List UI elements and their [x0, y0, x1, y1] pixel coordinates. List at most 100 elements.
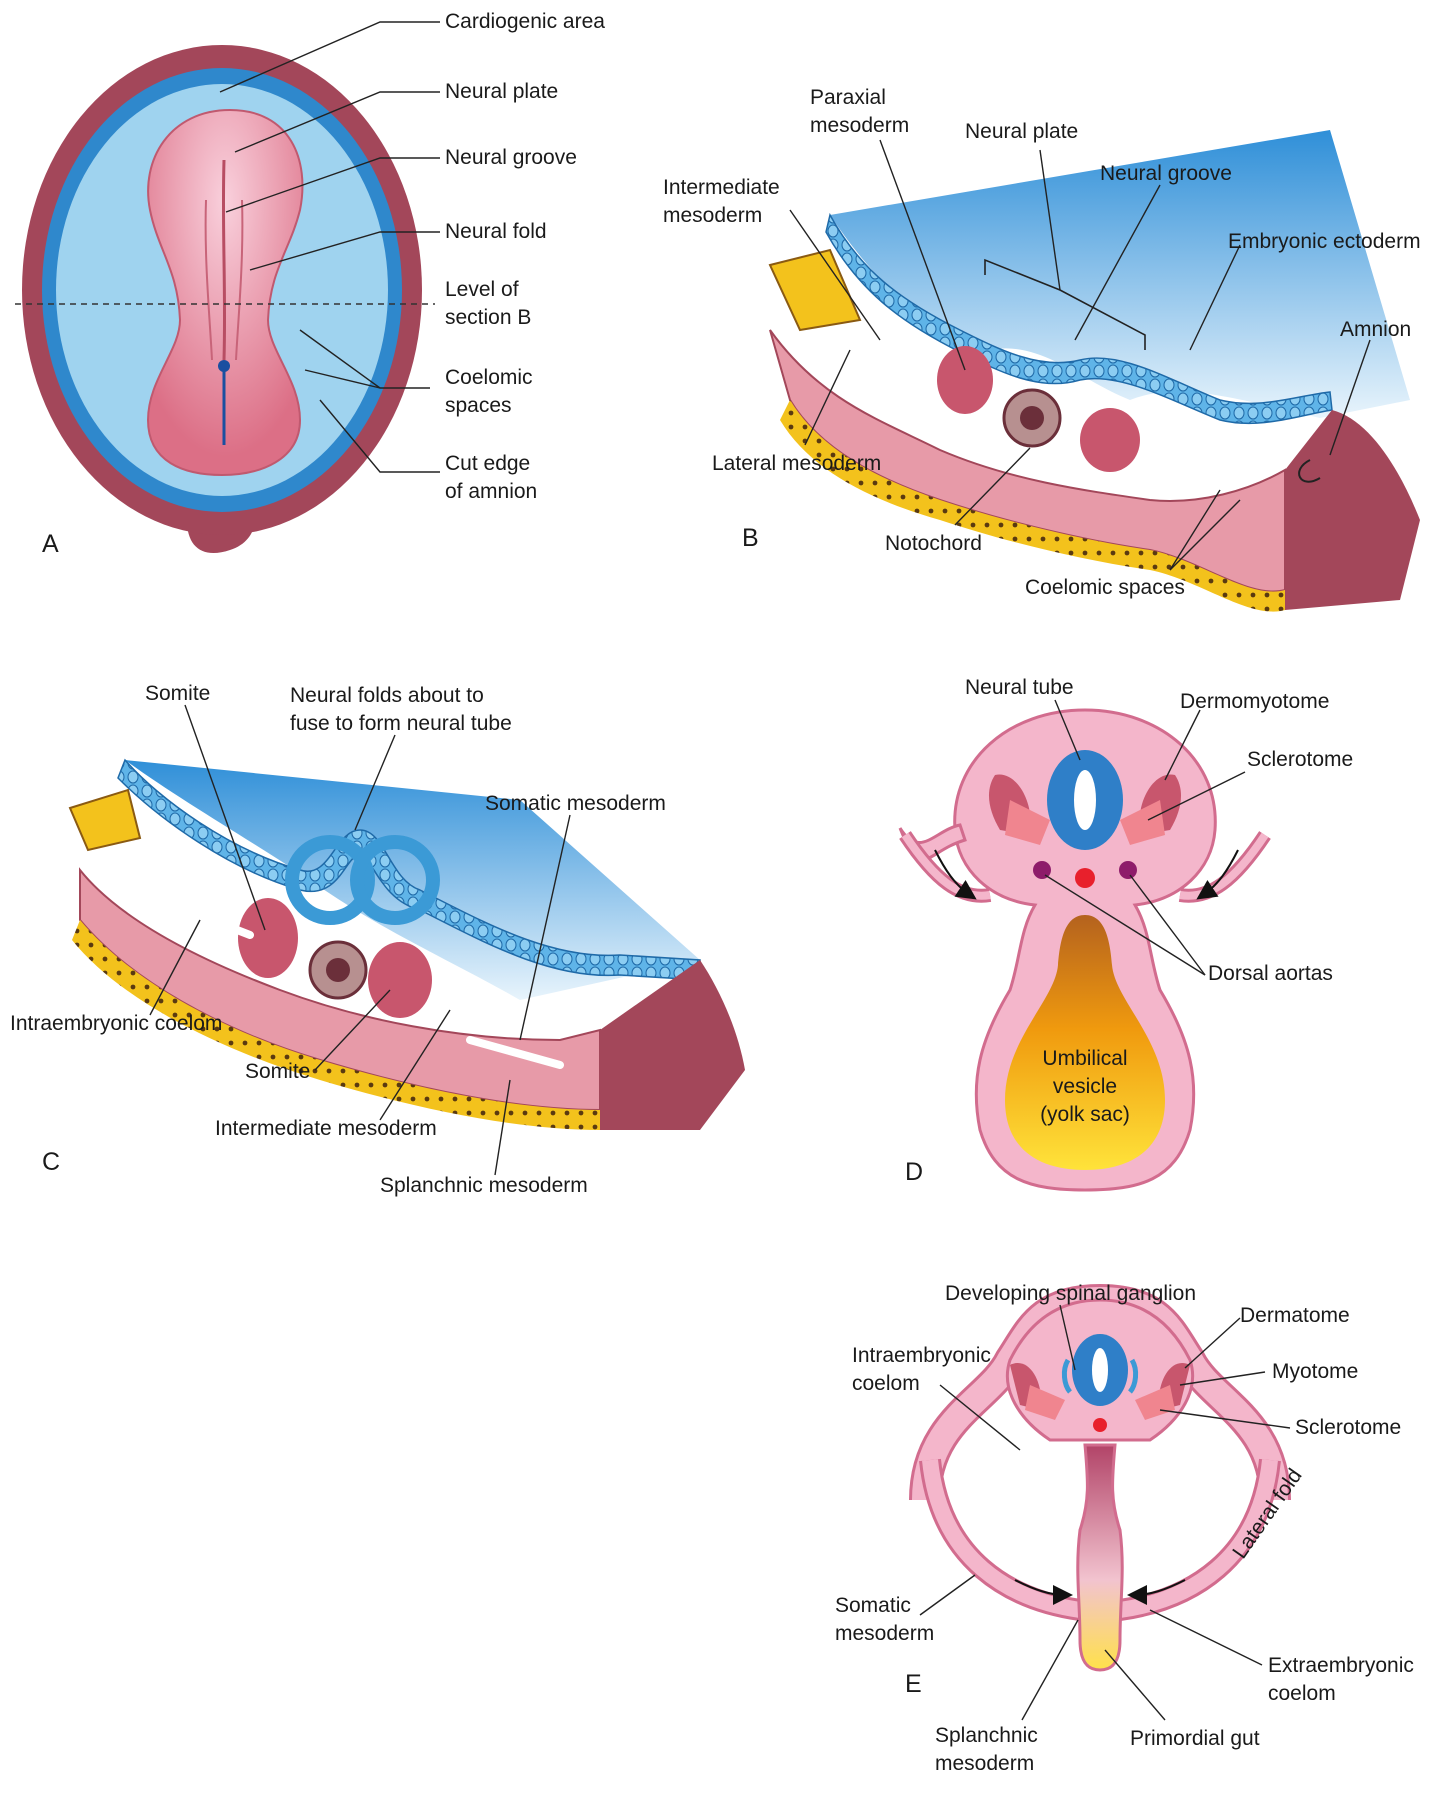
leader-b-neural-plate — [1039, 149, 1061, 291]
leader-neural-groove — [225, 157, 440, 213]
d-sclerotome-right — [1120, 800, 1165, 845]
e-neural-tube-lumen — [1092, 1348, 1108, 1392]
d-left-fold-fill — [901, 832, 991, 900]
neural-fold-right — [235, 199, 244, 361]
leader-d-sclerotome — [1147, 771, 1246, 821]
leader-e-myotome — [1179, 1371, 1266, 1386]
label-c-somatic-mesoderm: Somatic mesoderm — [485, 792, 666, 815]
label-c-intermediate-mesoderm: Intermediate mesoderm — [215, 1117, 437, 1140]
panel-d: Neural tube Dermomyotome Sclerotome Dors… — [898, 676, 1353, 1192]
b-yellow-endoderm-edge — [768, 248, 862, 332]
label-e-primordial-gut: Primordial gut — [1130, 1727, 1260, 1750]
leader-c-intermediate — [379, 1009, 451, 1121]
e-right-arrow-icon — [1127, 1579, 1186, 1605]
c-blue-surface — [125, 760, 700, 1000]
c-coelom-slit-right — [466, 1036, 564, 1069]
label-e-splanchnic-line2: mesoderm — [935, 1752, 1034, 1775]
panel-letter-d: D — [905, 1158, 923, 1186]
leader-cut-edge — [319, 399, 440, 473]
d-sclerotome-left — [1005, 800, 1050, 845]
c-somite-left — [238, 898, 298, 978]
label-neural-folds-line2: fuse to form neural tube — [290, 712, 512, 735]
panel-c: Somite Neural folds about to fuse to for… — [10, 682, 745, 1197]
label-b-neural-groove: Neural groove — [1100, 162, 1232, 185]
label-c-somite-bottom: Somite — [245, 1060, 310, 1083]
label-e-somatic-line2: mesoderm — [835, 1622, 934, 1645]
label-level-section-line1: Level of — [445, 278, 519, 301]
leader-coelomic-b2 — [1169, 499, 1241, 571]
label-d-neural-tube: Neural tube — [965, 676, 1074, 699]
leader-coelomic-2 — [304, 369, 381, 389]
panel-letter-a: A — [42, 530, 59, 558]
leader-e-dermatome — [1184, 1317, 1241, 1369]
leader-paraxial — [879, 139, 966, 371]
label-cut-edge-line2: of amnion — [445, 480, 537, 503]
b-paraxial-right — [1080, 408, 1140, 472]
label-c-somite-top: Somite — [145, 682, 210, 705]
leader-e-somatic — [919, 1574, 976, 1616]
b-paraxial-left — [937, 346, 993, 414]
label-e-sclerotome: Sclerotome — [1295, 1416, 1401, 1439]
label-e-spinal-ganglion: Developing spinal ganglion — [945, 1282, 1196, 1305]
label-cut-edge-line1: Cut edge — [445, 452, 530, 475]
neural-groove-line — [221, 159, 227, 361]
leader-neural-fold — [249, 231, 440, 271]
e-sclerotome-left — [1025, 1385, 1065, 1420]
leader-neural-plate — [234, 91, 440, 153]
leader-e-sclerotome — [1159, 1409, 1291, 1429]
label-cardiogenic-area: Cardiogenic area — [445, 10, 605, 33]
panel-b: Paraxial mesoderm Neural plate Neural gr… — [663, 86, 1421, 612]
e-gut-tube — [1076, 1443, 1124, 1672]
e-ganglion-right — [1127, 1358, 1139, 1394]
c-endoderm-layer — [72, 920, 600, 1130]
neural-fold-left — [204, 199, 213, 361]
leader-c-somatic — [519, 814, 571, 1041]
e-left-outer-arm-fill — [922, 1459, 1082, 1618]
label-e-somatic-line1: Somatic — [835, 1594, 911, 1617]
label-d-dorsal-aortas: Dorsal aortas — [1208, 962, 1333, 985]
e-ganglion-left — [1061, 1358, 1073, 1394]
b-amnion-curl — [1298, 459, 1321, 483]
panel-a: Cardiogenic area Neural plate Neural gro… — [15, 10, 605, 558]
d-right-arrow-icon — [1196, 849, 1239, 900]
label-e-splanchnic-line1: Splanchnic — [935, 1724, 1038, 1747]
leader-c-somite-bottom — [314, 989, 391, 1071]
leader-embryonic-ectoderm — [1189, 244, 1241, 351]
d-aorta-right — [1119, 861, 1137, 879]
leader-intermediate — [789, 209, 881, 341]
leader-d-aortas-1 — [1044, 874, 1206, 976]
label-e-intraembryonic-line2: coelom — [852, 1372, 920, 1395]
c-somite-right — [368, 942, 432, 1018]
label-c-intraembryonic-coelom: Intraembryonic coelom — [10, 1012, 222, 1035]
label-e-dermatome: Dermatome — [1240, 1304, 1350, 1327]
panel-e: Developing spinal ganglion Dermatome Myo… — [835, 1282, 1414, 1775]
panel-letter-c: C — [42, 1148, 60, 1176]
e-left-arrow-icon — [1014, 1579, 1073, 1605]
label-embryonic-ectoderm: Embryonic ectoderm — [1228, 230, 1421, 253]
label-d-umbilical-line2: vesicle — [1053, 1075, 1117, 1098]
leader-e-intraembryonic — [939, 1384, 1021, 1451]
label-level-section-line2: section B — [445, 306, 531, 329]
d-aorta-left — [1033, 861, 1051, 879]
label-notochord: Notochord — [885, 532, 982, 555]
leader-e-splanchnic — [1021, 1619, 1079, 1721]
c-cut-edge-right — [600, 960, 745, 1130]
leader-amnion — [1329, 339, 1371, 456]
label-d-dermomyotome: Dermomyotome — [1180, 690, 1329, 713]
label-neural-plate: Neural plate — [445, 80, 558, 103]
label-d-umbilical-line3: (yolk sac) — [1040, 1103, 1130, 1126]
c-neural-fold-left-round — [285, 835, 375, 925]
d-neural-tube-lumen — [1074, 770, 1096, 830]
label-paraxial-line1: Paraxial — [810, 86, 886, 109]
label-e-myotome: Myotome — [1272, 1360, 1358, 1383]
leader-c-somite-top — [184, 704, 266, 931]
d-left-arrow-icon — [934, 849, 977, 900]
leader-e-extraembryonic — [1149, 1609, 1263, 1666]
label-lateral-mesoderm: Lateral mesoderm — [712, 452, 881, 475]
d-notochord-dot — [1075, 868, 1095, 888]
label-b-neural-plate: Neural plate — [965, 120, 1078, 143]
label-d-umbilical-line1: Umbilical — [1042, 1047, 1127, 1070]
leader-c-neural-folds — [354, 734, 396, 831]
leader-d-dermomyotome — [1164, 709, 1201, 781]
